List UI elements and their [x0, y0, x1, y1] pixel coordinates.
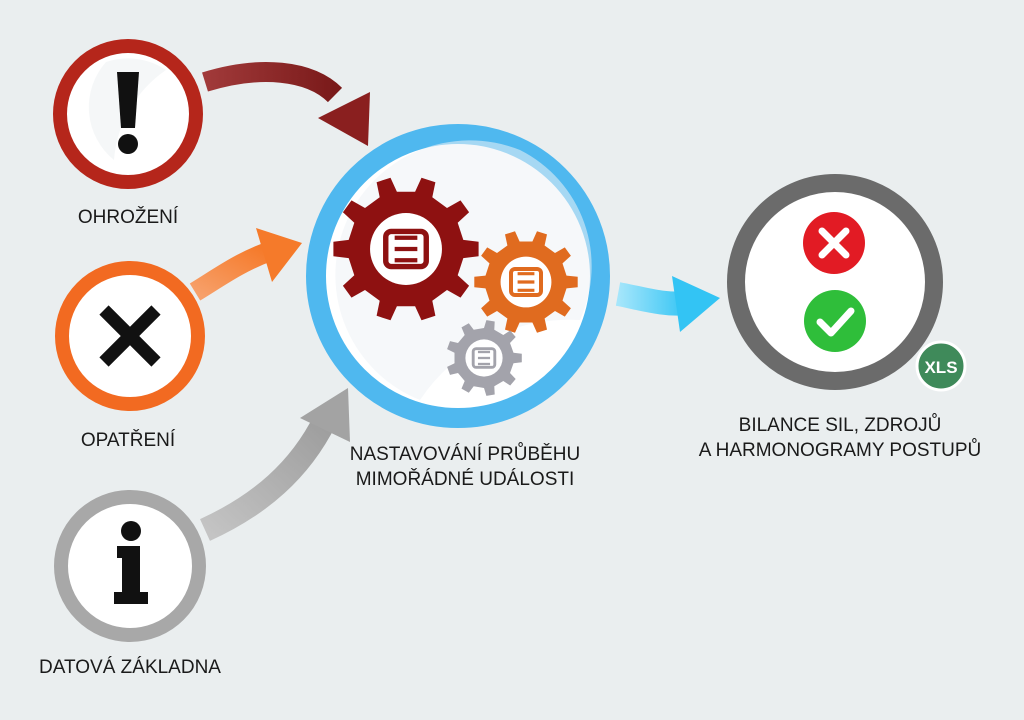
process-label: NASTAVOVÁNÍ PRŮBĚHU MIMOŘÁDNÉ UDÁLOSTI [330, 442, 600, 492]
process-label-line2: MIMOŘÁDNÉ UDÁLOSTI [355, 469, 575, 490]
arrow-measures-to-process [189, 228, 302, 301]
database-node [54, 490, 206, 642]
process-label-line1: NASTAVOVÁNÍ PRŮBĚHU [349, 444, 581, 465]
xls-badge-text: XLS [924, 358, 957, 377]
arrow-database-to-process [199, 388, 350, 541]
arrow-process-to-output [615, 276, 720, 332]
output-node: XLS [727, 174, 967, 392]
threat-label: OHROŽENÍ [77, 207, 179, 228]
medium-gear [474, 231, 578, 333]
process-node [306, 124, 610, 428]
measures-node [55, 261, 205, 411]
threat-node [53, 39, 203, 189]
accept-icon [804, 290, 866, 352]
info-icon [114, 521, 148, 604]
output-label-line2: A HARMONOGRAMY POSTUPŮ [698, 440, 982, 461]
exclamation-icon [117, 72, 139, 154]
gears-icon [333, 177, 578, 396]
measures-label: OPATŘENÍ [80, 430, 176, 451]
large-gear [333, 177, 479, 321]
arrow-threat-to-process [202, 62, 370, 146]
reject-icon [803, 212, 865, 274]
database-label: DATOVÁ ZÁKLADNA [39, 657, 221, 678]
output-label-line1: BILANCE SIL, ZDROJŮ [738, 415, 942, 436]
x-mark-icon [99, 305, 161, 367]
output-label: BILANCE SIL, ZDROJŮ A HARMONOGRAMY POSTU… [690, 413, 990, 463]
xls-badge: XLS [915, 340, 967, 392]
small-gear [447, 320, 522, 396]
